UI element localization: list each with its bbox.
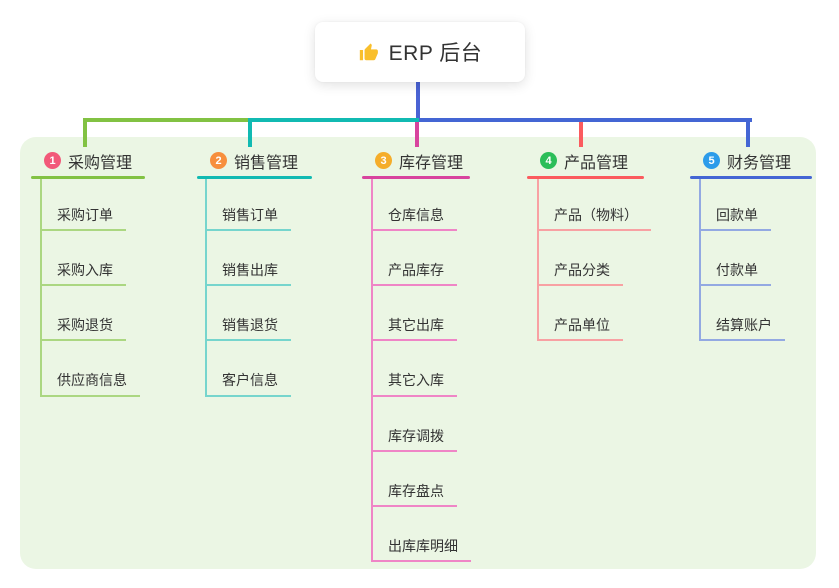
child-node[interactable]: 产品分类 <box>537 254 623 287</box>
child-label: 销售订单 <box>222 206 278 223</box>
child-node[interactable]: 销售出库 <box>205 254 291 287</box>
child-node[interactable]: 产品单位 <box>537 309 623 342</box>
child-node[interactable]: 结算账户 <box>699 309 785 342</box>
child-node[interactable]: 仓库信息 <box>371 199 457 231</box>
child-label: 产品（物料） <box>554 206 638 223</box>
branch-child-connector <box>205 177 207 397</box>
branch-drop-line <box>746 118 750 147</box>
branch-number-badge: 4 <box>540 152 557 169</box>
branch-header[interactable]: 1 采购管理 <box>44 150 133 172</box>
branch-underline <box>690 176 812 179</box>
branch-header[interactable]: 3 库存管理 <box>375 150 464 172</box>
child-label: 结算账户 <box>716 317 772 334</box>
branch-number-badge: 2 <box>210 152 227 169</box>
branch-child-connector <box>537 177 539 342</box>
child-label: 库存调拨 <box>388 427 444 444</box>
child-node[interactable]: 销售退货 <box>205 309 291 342</box>
branch-header[interactable]: 4 产品管理 <box>540 150 629 172</box>
branch-number-badge: 1 <box>44 152 61 169</box>
child-node[interactable]: 产品库存 <box>371 254 457 287</box>
child-node[interactable]: 供应商信息 <box>40 365 140 397</box>
child-node[interactable]: 出库库明细 <box>371 530 471 563</box>
branch-number-badge: 5 <box>703 152 720 169</box>
child-label: 其它入库 <box>388 372 444 389</box>
child-label: 采购入库 <box>57 262 113 278</box>
thumbs-up-icon <box>358 41 380 63</box>
branch-drop-line <box>579 122 583 147</box>
child-label: 产品库存 <box>388 262 444 278</box>
child-label: 供应商信息 <box>57 372 127 389</box>
child-label: 仓库信息 <box>388 206 444 223</box>
branch-drop-line <box>83 118 87 147</box>
child-node[interactable]: 其它入库 <box>371 365 457 397</box>
child-label: 销售退货 <box>222 317 278 334</box>
child-node[interactable]: 产品（物料） <box>537 199 651 231</box>
branch-underline <box>527 176 644 179</box>
child-node[interactable]: 库存调拨 <box>371 420 457 452</box>
child-label: 采购订单 <box>57 206 113 223</box>
child-label: 库存盘点 <box>388 482 444 499</box>
child-node[interactable]: 其它出库 <box>371 309 457 342</box>
child-label: 出库库明细 <box>388 538 458 554</box>
child-label: 采购退货 <box>57 317 113 334</box>
child-label: 客户信息 <box>222 372 278 389</box>
child-node[interactable]: 采购入库 <box>40 254 126 287</box>
child-label: 回款单 <box>716 206 758 223</box>
branch-drop-line <box>415 122 419 147</box>
branches-panel <box>20 137 816 569</box>
branch-underline <box>197 176 312 179</box>
child-label: 销售出库 <box>222 262 278 278</box>
child-node[interactable]: 付款单 <box>699 254 771 287</box>
branch-header[interactable]: 5 财务管理 <box>703 150 792 172</box>
child-label: 产品分类 <box>554 262 610 278</box>
child-label: 产品单位 <box>554 317 610 334</box>
branch-header[interactable]: 2 销售管理 <box>210 150 299 172</box>
bus-segment <box>252 118 419 122</box>
branch-title: 采购管理 <box>68 154 133 172</box>
branch-title: 库存管理 <box>399 154 464 172</box>
child-node[interactable]: 采购退货 <box>40 309 126 342</box>
root-title: ERP 后台 <box>388 42 483 65</box>
branch-title: 销售管理 <box>234 154 299 172</box>
branch-child-connector <box>699 177 701 342</box>
bus-segment <box>85 118 252 122</box>
branch-title: 财务管理 <box>727 154 792 172</box>
root-node[interactable]: ERP 后台 <box>315 22 525 82</box>
child-node[interactable]: 回款单 <box>699 199 771 231</box>
child-label: 付款单 <box>716 262 758 278</box>
branch-child-connector <box>40 177 42 397</box>
child-node[interactable]: 销售订单 <box>205 199 291 231</box>
branch-underline <box>362 176 470 179</box>
child-node[interactable]: 库存盘点 <box>371 475 457 507</box>
branch-title: 产品管理 <box>564 154 629 172</box>
branch-underline <box>31 176 145 179</box>
root-connector-line <box>416 82 420 122</box>
child-label: 其它出库 <box>388 317 444 334</box>
branch-drop-line <box>248 118 252 147</box>
child-node[interactable]: 采购订单 <box>40 199 126 231</box>
branch-number-badge: 3 <box>375 152 392 169</box>
branch-child-connector <box>371 177 373 563</box>
child-node[interactable]: 客户信息 <box>205 365 291 397</box>
bus-segment <box>419 118 752 122</box>
